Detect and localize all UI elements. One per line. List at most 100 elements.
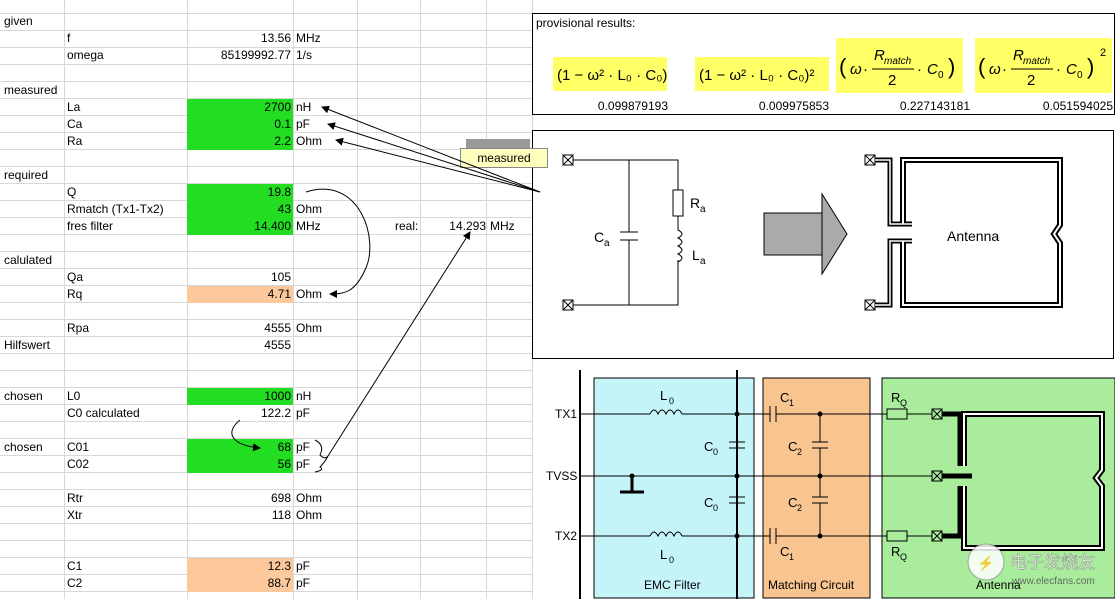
svg-text:www.elecfans.com: www.elecfans.com: [1011, 576, 1095, 587]
c2-value[interactable]: 88.7: [267, 576, 291, 590]
svg-text:⚡: ⚡: [977, 555, 994, 572]
svg-text:Q: Q: [900, 398, 907, 408]
svg-text:R: R: [891, 390, 900, 405]
f-value[interactable]: 13.56: [260, 31, 291, 45]
svg-text:R: R: [1013, 47, 1024, 64]
rq-unit: Ohm: [296, 287, 323, 301]
svg-text:·: ·: [1002, 61, 1007, 78]
c02-unit: pF: [296, 457, 311, 471]
real-value[interactable]: 14.293: [449, 219, 486, 233]
svg-text:R: R: [891, 544, 900, 559]
xtr-unit: Ohm: [296, 508, 323, 522]
fres-value[interactable]: 14.400: [254, 219, 291, 233]
svg-text:C: C: [927, 61, 938, 78]
svg-text:R: R: [874, 47, 885, 64]
c2-label: C2: [67, 576, 83, 590]
svg-text:2: 2: [797, 503, 802, 513]
rpa-value[interactable]: 4555: [264, 321, 291, 335]
ca-label: C: [594, 229, 604, 245]
section-chosen-1: chosen: [4, 389, 43, 403]
svg-text:2: 2: [888, 72, 896, 89]
c1-unit: pF: [296, 559, 311, 573]
ca-unit: pF: [296, 117, 311, 131]
q-value[interactable]: 19.8: [267, 185, 291, 199]
svg-text:电子发烧友: 电子发烧友: [1010, 553, 1095, 572]
c02-value[interactable]: 56: [277, 457, 291, 471]
omega-label: omega: [67, 48, 104, 62]
c0-label: C0 calculated: [67, 406, 140, 420]
omega-value[interactable]: 85199992.77: [220, 48, 291, 62]
l0-value[interactable]: 1000: [264, 389, 291, 403]
rpa-unit: Ohm: [296, 321, 323, 335]
svg-text:L: L: [660, 547, 667, 562]
svg-text:0: 0: [1077, 70, 1083, 81]
rmatch-label: Rmatch (Tx1-Tx2): [67, 202, 164, 216]
svg-text:a: a: [700, 256, 706, 267]
c01-unit: pF: [296, 440, 311, 454]
matching-circuit-label: Matching Circuit: [768, 578, 855, 592]
xtr-value[interactable]: 118: [271, 508, 291, 522]
antenna-label-2: Antenna: [976, 578, 1021, 592]
svg-text:(: (: [839, 54, 847, 79]
c02-label: C02: [67, 457, 90, 471]
section-required: required: [4, 168, 49, 182]
rpa-label: Rpa: [67, 321, 90, 335]
svg-text:2: 2: [1100, 47, 1106, 59]
ra-value[interactable]: 2.2: [274, 134, 291, 148]
svg-text:C: C: [704, 495, 713, 510]
section-given: given: [4, 14, 33, 28]
c01-label: C01: [67, 440, 90, 454]
rq-value[interactable]: 4.71: [267, 287, 291, 301]
rtr-label: Rtr: [67, 491, 83, 505]
formula-1: (1 − ω² · L₀ · C₀): [553, 57, 667, 91]
result-2: 0.009975853: [758, 99, 829, 113]
emc-filter-label: EMC Filter: [644, 578, 701, 592]
svg-text:match: match: [1023, 56, 1051, 67]
f-label: f: [67, 31, 71, 45]
svg-text:L: L: [660, 388, 667, 403]
svg-text:1: 1: [789, 398, 794, 408]
la-value[interactable]: 2700: [264, 100, 291, 114]
rq-label: Rq: [67, 287, 83, 301]
svg-text:C: C: [704, 439, 713, 454]
ca-value[interactable]: 0.1: [274, 117, 291, 131]
svg-text:2: 2: [1027, 72, 1035, 89]
c1-value[interactable]: 12.3: [267, 559, 291, 573]
section-measured: measured: [4, 83, 58, 97]
svg-text:0: 0: [669, 555, 674, 565]
c1c2-cells-fill: [187, 558, 293, 592]
measured-note[interactable]: measured: [460, 148, 548, 168]
svg-text:2: 2: [797, 447, 802, 457]
rtr-value[interactable]: 698: [270, 491, 291, 505]
watermark-logo: ⚡ 电子发烧友 www.elecfans.com: [967, 543, 1095, 587]
l0-label: L0: [67, 389, 81, 403]
real-label: real:: [395, 219, 419, 233]
svg-text:·: ·: [863, 61, 868, 78]
tvss-label: TVSS: [546, 469, 577, 483]
section-calculated: calulated: [4, 253, 53, 267]
section-chosen-2: chosen: [4, 440, 43, 454]
measured-cells-fill: [187, 99, 293, 150]
arrow-right-icon: [763, 192, 848, 276]
tx2-label: TX2: [555, 529, 577, 543]
c01-value[interactable]: 68: [277, 440, 291, 454]
c0-value[interactable]: 122.2: [260, 406, 291, 420]
hilfswert-value[interactable]: 4555: [264, 338, 291, 352]
svg-text:1: 1: [789, 552, 794, 562]
l0-unit: nH: [296, 389, 312, 403]
tx1-label: TX1: [555, 407, 577, 421]
qa-label: Qa: [67, 270, 84, 284]
real-unit: MHz: [490, 219, 515, 233]
svg-text:·: ·: [917, 61, 922, 78]
qa-value[interactable]: 105: [270, 270, 291, 284]
result-1: 0.099879193: [597, 99, 668, 113]
circuit-diagram-1: C a R a L a Antenna: [532, 130, 1114, 359]
fres-unit: MHz: [296, 219, 321, 233]
q-label: Q: [67, 185, 77, 199]
rmatch-value[interactable]: 43: [277, 202, 291, 216]
svg-text:(1 − ω² · L₀ · C₀): (1 − ω² · L₀ · C₀): [557, 67, 667, 84]
ca-label: Ca: [67, 117, 83, 131]
la-label: L: [692, 247, 700, 263]
ra-label: R: [690, 195, 700, 211]
